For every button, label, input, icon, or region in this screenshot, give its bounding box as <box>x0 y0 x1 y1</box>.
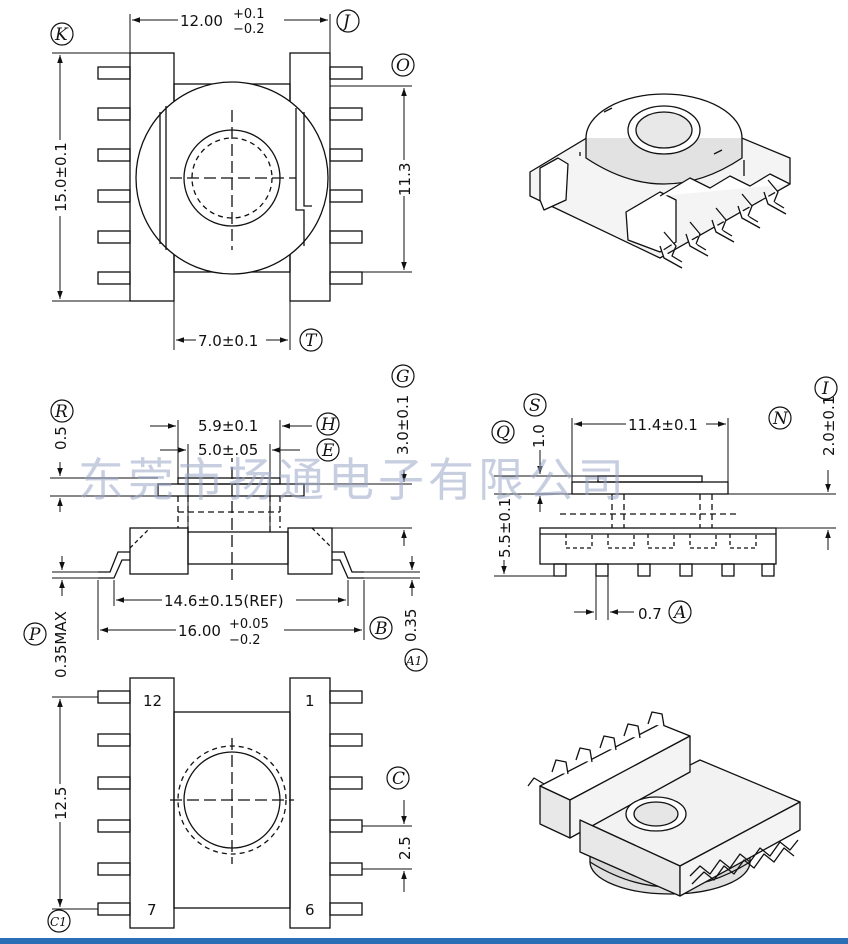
end-view-base <box>539 527 777 565</box>
end-dim-i: 2.0±0.1 <box>820 396 838 456</box>
side-dim-e: 5.0±.05 <box>198 441 258 459</box>
side-max-thk: 0.35MAX <box>52 611 70 678</box>
svg-text:+0.1: +0.1 <box>233 7 265 22</box>
callout-q: Q <box>496 423 510 443</box>
callout-t: T <box>305 331 318 351</box>
bottom-view-dimensions <box>52 696 412 910</box>
iso-view-bottom <box>527 711 801 897</box>
callout-o: O <box>396 56 410 76</box>
top-view-left-pins <box>97 66 131 285</box>
bottom-view-left-pins <box>97 690 131 916</box>
svg-text:+0.05: +0.05 <box>229 617 269 632</box>
svg-text:−0.2: −0.2 <box>233 22 265 37</box>
pin-label-7: 7 <box>147 901 157 919</box>
side-dim-h: 5.9±0.1 <box>198 417 258 435</box>
callout-p: P <box>28 625 41 645</box>
callout-e: E <box>321 441 335 461</box>
end-dim-q: 1.0 <box>530 424 548 448</box>
svg-text:−0.2: −0.2 <box>229 633 261 648</box>
end-dim-a: 0.7 <box>638 605 662 623</box>
bottom-view-right-pins <box>329 690 363 916</box>
callout-c1: C1 <box>50 915 67 929</box>
callout-j: J <box>340 12 351 32</box>
side-dim-g: 3.0±0.1 <box>394 395 412 455</box>
side-ref-dim: 14.6±0.15(REF) <box>164 592 284 610</box>
top-width-dim: 12.00 <box>180 12 223 30</box>
top-view-right-pins <box>329 66 363 285</box>
callout-n: N <box>772 409 789 429</box>
pin-label-1: 1 <box>305 692 315 710</box>
bottom-pitch-dim: 2.5 <box>396 836 414 860</box>
top-view <box>97 52 363 302</box>
callout-r: R <box>54 402 68 422</box>
callout-s: S <box>529 396 541 416</box>
end-dim-n: 11.4±0.1 <box>628 416 698 434</box>
callout-h: H <box>320 415 337 435</box>
side-view <box>98 450 364 580</box>
side-overall-dim: 16.00 <box>178 622 221 640</box>
callout-g: G <box>396 367 410 387</box>
callout-a1: A1 <box>405 654 422 668</box>
end-view <box>539 475 777 577</box>
bottom-view-right-flange <box>289 677 331 929</box>
end-dim-height: 5.5±0.1 <box>496 498 514 558</box>
bottom-view-left-flange <box>129 677 175 929</box>
bottom-view <box>97 677 363 929</box>
end-view-pins <box>553 563 775 577</box>
watermark: 东莞市扬通电子有限公司 <box>78 453 628 507</box>
top-height-dim: 15.0±0.1 <box>52 142 70 212</box>
side-view-left-pin <box>98 551 130 573</box>
side-dim-r: 0.5 <box>52 426 70 450</box>
top-slot-dim: 7.0±0.1 <box>198 332 258 350</box>
callout-a: A <box>672 603 686 623</box>
callout-k: K <box>54 25 69 45</box>
callout-c: C <box>392 769 405 789</box>
side-view-right-pin <box>332 551 364 573</box>
bottom-accent-bar <box>0 938 848 944</box>
callout-i: I <box>821 379 829 399</box>
bottom-height-dim: 12.5 <box>52 787 70 820</box>
side-pin-thk: 0.35 <box>402 609 420 642</box>
pin-label-6: 6 <box>305 901 315 919</box>
iso-view-top <box>529 93 791 269</box>
pin-label-12: 12 <box>143 692 162 710</box>
top-inner-height-dim: 11.3 <box>396 163 414 196</box>
callout-b: B <box>374 619 388 639</box>
